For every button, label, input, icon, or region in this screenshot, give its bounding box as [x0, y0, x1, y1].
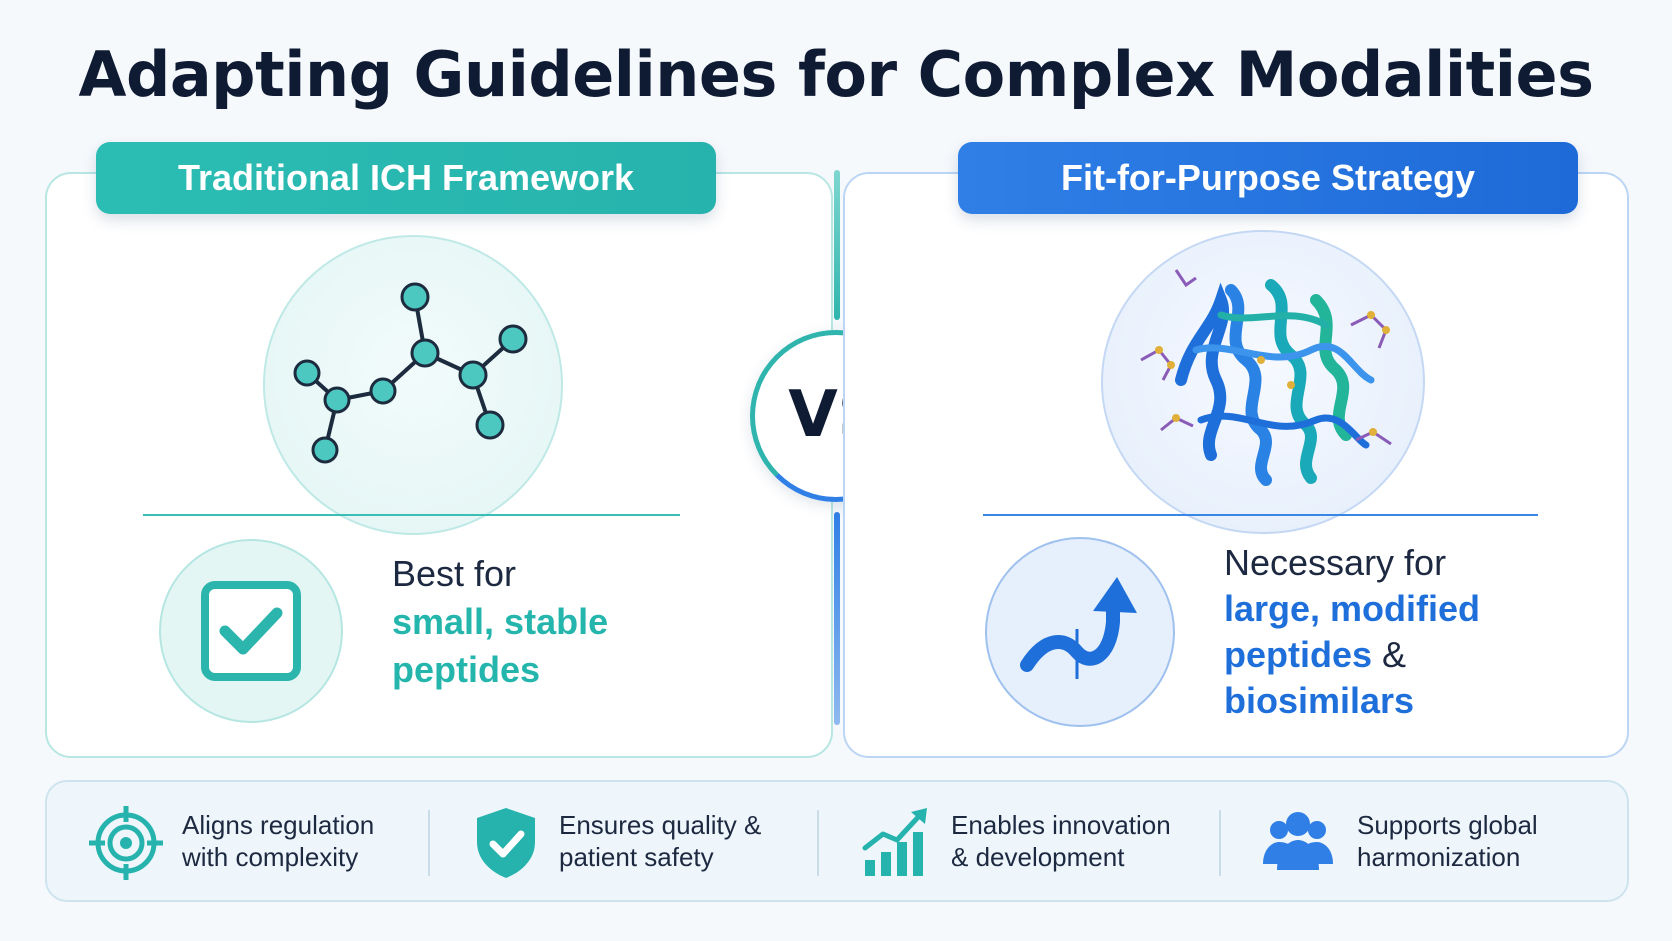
fit-for-purpose-highlight-2: peptides	[1224, 634, 1373, 675]
benefit-separator	[1219, 810, 1221, 876]
checkbox-circle	[159, 539, 343, 723]
traditional-divider	[143, 514, 680, 516]
traditional-heading: Traditional ICH Framework	[96, 142, 716, 214]
benefit-text: Enables innovation & development	[951, 810, 1171, 872]
fit-for-purpose-lead: Necessary for	[1224, 542, 1447, 583]
checkbox-check-icon	[201, 581, 301, 681]
fit-for-purpose-amp: &	[1382, 634, 1407, 675]
benefit-text: Supports global harmonization	[1357, 810, 1538, 872]
traditional-description: Best for small, stable peptides	[392, 550, 692, 694]
center-divider-bottom	[834, 512, 840, 725]
fit-for-purpose-heading: Fit-for-Purpose Strategy	[958, 142, 1578, 214]
people-group-icon	[1263, 812, 1333, 870]
growth-chart-icon	[862, 808, 927, 876]
benefit-separator	[817, 810, 819, 876]
center-divider-top	[834, 170, 840, 320]
fit-for-purpose-divider	[983, 514, 1538, 516]
small-molecule-circle	[263, 235, 563, 535]
benefit-item: Ensures quality & patient safety	[467, 782, 807, 900]
fit-for-purpose-highlight-1: large, modified	[1224, 588, 1481, 629]
small-molecule-icon	[293, 282, 528, 464]
protein-circle	[1101, 230, 1425, 534]
shield-check-icon	[477, 808, 535, 878]
protein-structure-icon	[1140, 269, 1392, 486]
benefit-text: Aligns regulation with complexity	[182, 810, 375, 872]
trending-arrow-icon	[1020, 577, 1137, 679]
fit-for-purpose-highlight-3: biosimilars	[1224, 680, 1415, 721]
benefits-strip: Aligns regulation with complexity Ensure…	[45, 780, 1629, 902]
fit-for-purpose-description: Necessary for large, modified peptides &…	[1224, 540, 1524, 724]
traditional-highlight-2: peptides	[392, 649, 541, 690]
benefit-item: Enables innovation & development	[859, 782, 1189, 900]
benefit-item: Supports global harmonization	[1259, 782, 1599, 900]
target-icon	[89, 806, 163, 880]
trend-circle	[985, 537, 1175, 727]
benefit-item: Aligns regulation with complexity	[87, 782, 417, 900]
benefit-text: Ensures quality & patient safety	[559, 810, 762, 872]
benefit-separator	[428, 810, 430, 876]
page-title: Adapting Guidelines for Complex Modaliti…	[78, 38, 1594, 111]
traditional-lead: Best for	[392, 553, 517, 594]
traditional-highlight-1: small, stable	[392, 601, 609, 642]
